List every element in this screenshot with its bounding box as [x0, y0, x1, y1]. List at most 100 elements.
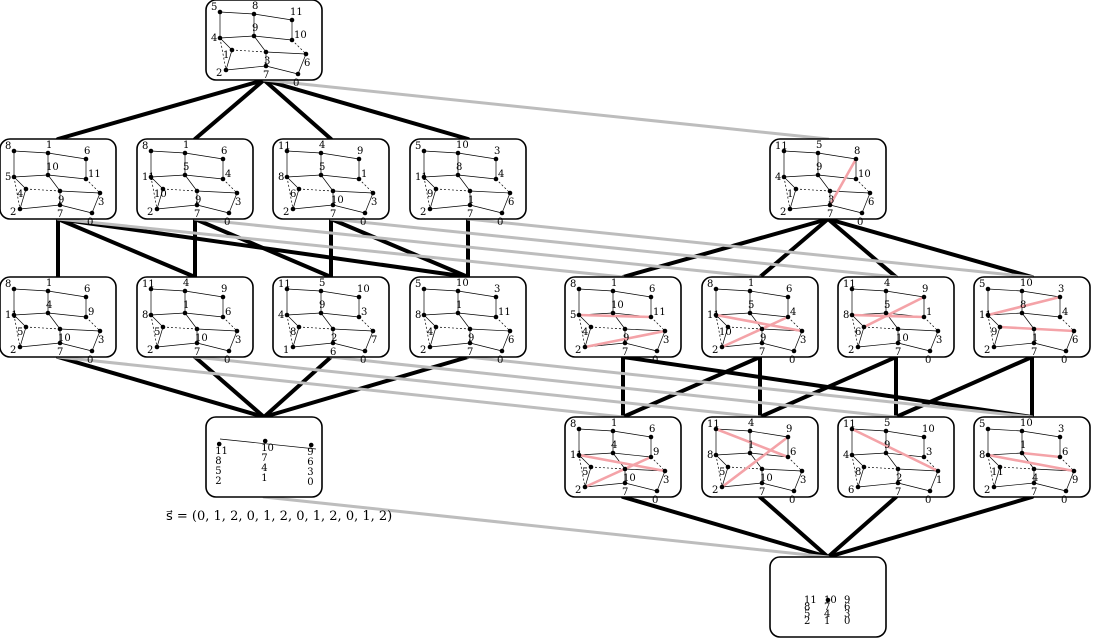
edge-l1d-l2h [466, 217, 1034, 279]
vertex-label: 10 [294, 30, 307, 41]
node-edge [857, 466, 865, 488]
node-edge [885, 430, 925, 438]
vertex-label: 5 [415, 141, 421, 152]
vertex-dot [217, 9, 223, 15]
node-edge [1065, 470, 1075, 492]
node-frame [769, 556, 887, 638]
vertex-dot [935, 468, 941, 474]
node-edge [469, 328, 511, 332]
vertex-dot [1031, 340, 1037, 346]
node-edge [851, 314, 865, 328]
node-edge [897, 468, 939, 472]
vertex-dot [1063, 488, 1069, 494]
node-edge [25, 188, 61, 192]
vertex-label: 4 [261, 463, 267, 474]
node-edge [184, 312, 224, 318]
vertex-dot [182, 310, 188, 316]
node-edge [590, 466, 626, 470]
vertex-dot [935, 328, 941, 334]
vertex-dot [262, 438, 268, 444]
vertex-label: 0 [87, 355, 93, 366]
node-edge [857, 326, 865, 348]
vertex-label: 9 [760, 333, 766, 344]
node-edge [761, 468, 803, 472]
vertex-dot [220, 314, 226, 320]
highlight-edge [720, 315, 790, 349]
vertex-dot [921, 454, 927, 460]
node-edge [789, 204, 831, 210]
vertex-label: 3 [264, 56, 270, 67]
vertex-label: 4 [611, 440, 617, 451]
vertex-label: 1 [611, 418, 617, 429]
vertex-dot [785, 434, 791, 440]
vertex-label: 3 [361, 307, 367, 318]
edge-l2c-l3a [262, 355, 333, 419]
vertex-label: 1 [936, 475, 942, 486]
vertex-dot [1071, 328, 1077, 334]
vertex-label: 6 [790, 447, 796, 458]
vertex-dot [284, 174, 290, 180]
vertex-dot [330, 340, 336, 346]
vertex-dot [148, 148, 154, 154]
node-edge [291, 39, 307, 55]
node-edge [286, 288, 322, 292]
node-edge [19, 204, 61, 210]
node-edge [435, 188, 471, 192]
vertex-dot [507, 328, 513, 334]
vertex-label: 5 [17, 327, 23, 338]
node-edge [320, 152, 360, 160]
vertex-dot [160, 324, 166, 330]
vertex-label: 8 [252, 1, 258, 12]
vertex-label: 8 [854, 146, 860, 157]
node-edge [85, 316, 101, 332]
vertex-dot [985, 312, 991, 318]
highlight-edge [998, 325, 1076, 333]
vertex-label: 6 [304, 58, 310, 69]
node-edge [923, 316, 939, 332]
vertex-label: 11 [843, 419, 856, 430]
vertex-dot [370, 190, 376, 196]
vertex-dot [895, 480, 901, 486]
vertex-dot [284, 312, 290, 318]
vertex-dot [713, 312, 719, 318]
node-edge [721, 482, 763, 488]
vertex-label: 3 [844, 609, 850, 620]
vertex-dot [57, 326, 63, 332]
node-edge [817, 152, 857, 160]
vertex-dot [781, 148, 787, 154]
vertex-label: 0 [652, 355, 658, 366]
vertex-label: 4 [790, 307, 796, 318]
node-edge [13, 314, 21, 348]
highlight-edge [583, 329, 667, 349]
node-edge [429, 204, 471, 210]
node-edge [1033, 482, 1067, 492]
node-edge [320, 312, 334, 330]
vertex-dot [97, 190, 103, 196]
vertex-dot [289, 37, 295, 43]
node-edge [85, 178, 101, 194]
vertex-dot [799, 468, 805, 474]
node-edge [196, 328, 238, 332]
vertex-dot [296, 324, 302, 330]
node-edge [298, 326, 334, 330]
vertex-label: 0 [925, 355, 931, 366]
vertex-dot [433, 186, 439, 192]
vertex-dot [654, 488, 660, 494]
vertex-label: 8 [142, 141, 148, 152]
vertex-label: 7 [467, 209, 473, 220]
node-edge [749, 430, 789, 438]
node-edge [364, 192, 374, 214]
node-edge [457, 312, 471, 330]
vertex-label: 7 [1031, 487, 1037, 498]
node-edge [162, 188, 198, 192]
vertex-dot [263, 63, 269, 69]
node-edge [787, 456, 803, 472]
node-edge [320, 312, 360, 318]
node-edge [457, 290, 497, 298]
vertex-label: 6 [221, 146, 227, 157]
